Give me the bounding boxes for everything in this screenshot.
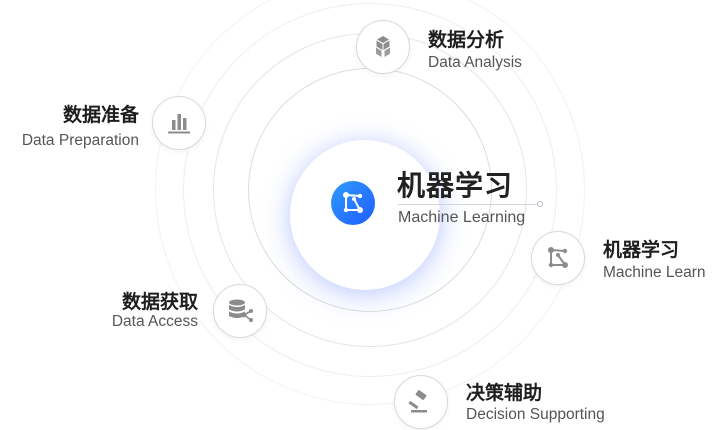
node-subtitle: Data Analysis xyxy=(428,54,522,71)
node-machine-learning[interactable] xyxy=(531,231,585,285)
node-subtitle: Machine Learn xyxy=(603,264,706,281)
bar-chart-icon xyxy=(168,114,190,134)
outer-ring xyxy=(155,0,585,405)
ml-graph-icon xyxy=(331,181,375,225)
underline-dot xyxy=(537,201,543,207)
database-icon xyxy=(229,299,253,322)
cube-icon xyxy=(376,36,390,57)
ring-2 xyxy=(183,3,557,377)
node-subtitle: Decision Supporting xyxy=(466,406,605,423)
node-title: 数据获取 xyxy=(121,292,198,313)
center-underline xyxy=(398,204,538,205)
node-subtitle: Data Preparation xyxy=(21,132,139,149)
gavel-icon xyxy=(408,390,427,413)
node-data-analysis[interactable] xyxy=(356,20,410,74)
ml-graph-icon xyxy=(548,247,568,268)
node-title: 机器学习 xyxy=(603,240,680,261)
center-subtitle: Machine Learning xyxy=(398,209,526,226)
node-subtitle: Data Access xyxy=(111,313,198,330)
node-decision-support[interactable] xyxy=(394,375,448,429)
node-data-preparation[interactable] xyxy=(152,96,206,150)
node-data-access[interactable] xyxy=(213,284,267,338)
node-title: 数据分析 xyxy=(428,30,505,51)
node-title: 数据准备 xyxy=(62,105,139,126)
center-title: 机器学习 xyxy=(397,170,514,201)
node-title: 决策辅助 xyxy=(466,383,543,404)
